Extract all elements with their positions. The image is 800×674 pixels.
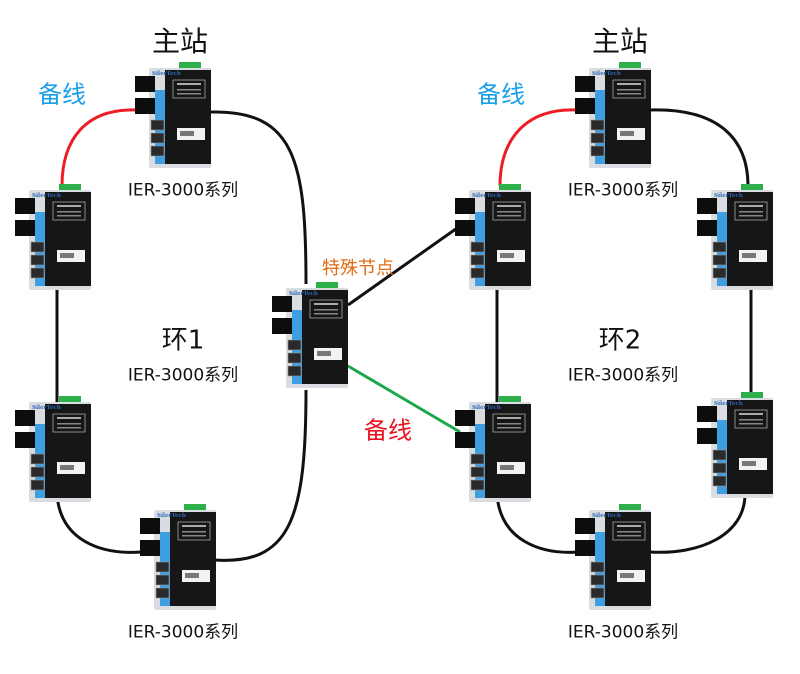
switch-ring1-left-upper-icon xyxy=(15,184,91,291)
switch-ring2-left-upper-brand-logo: SilerTech xyxy=(472,193,501,199)
switch-ring2-right-lower-icon xyxy=(697,392,773,499)
model-label-ring2-center: IER-3000系列 xyxy=(567,365,679,386)
switch-ring1-master-brand-logo: SilerTech xyxy=(152,71,181,77)
model-label-ring1-bottom: IER-3000系列 xyxy=(127,622,239,643)
switch-ring2-master-brand-logo: SilerTech xyxy=(592,71,621,77)
switch-ring1-bottom-brand-logo: SilerTech xyxy=(157,513,186,519)
switch-ring2-master-icon xyxy=(575,62,651,169)
special-backup-link xyxy=(347,364,461,434)
ring2-label: 环2 xyxy=(598,325,642,356)
switch-ring2-left-lower-icon xyxy=(455,396,531,503)
model-label-ring2-top: IER-3000系列 xyxy=(567,180,679,201)
switch-ring1-bottom-icon xyxy=(140,504,216,611)
model-label-ring1-top: IER-3000系列 xyxy=(127,180,239,201)
switch-ring2-right-upper-icon xyxy=(697,184,773,291)
model-label-ring1-center: IER-3000系列 xyxy=(127,365,239,386)
backup-line-label-ring1: 备线 xyxy=(38,80,86,109)
switch-ring2-bottom-brand-logo: SilerTech xyxy=(592,513,621,519)
ring1-link-bottom-special xyxy=(213,389,308,562)
switch-ring2-left-upper-icon xyxy=(455,184,531,291)
ring2-backup-link xyxy=(498,108,578,187)
switch-ring1-master-icon xyxy=(135,62,211,169)
switch-ring1-left-lower-icon xyxy=(15,396,91,503)
switch-ring1-left-upper-brand-logo: SilerTech xyxy=(32,193,61,199)
model-label-ring2-bottom: IER-3000系列 xyxy=(567,622,679,643)
ring2-link-bottom-left xyxy=(495,493,581,554)
ring1-link-bottom-left xyxy=(55,493,143,554)
ring2-link-top-right xyxy=(649,108,750,187)
switch-ring1-left-lower-brand-logo: SilerTech xyxy=(32,405,61,411)
ring1-label: 环1 xyxy=(161,325,205,356)
switch-ring2-bottom-icon xyxy=(575,504,651,611)
ring1-backup-link xyxy=(60,108,138,187)
backup-line-label-special: 备线 xyxy=(364,416,412,445)
backup-line-label-ring2: 备线 xyxy=(477,80,525,109)
special-node-label: 特殊节点 xyxy=(322,258,394,279)
switch-special-node-brand-logo: SilerTech xyxy=(289,291,318,297)
switch-ring2-left-lower-brand-logo: SilerTech xyxy=(472,405,501,411)
master-station-label-ring1: 主站 xyxy=(151,25,209,58)
switch-ring2-right-lower-brand-logo: SilerTech xyxy=(714,401,743,407)
switch-special-node-icon xyxy=(272,282,348,389)
ring2-link-bottom-right xyxy=(649,493,747,554)
switch-ring2-right-upper-brand-logo: SilerTech xyxy=(714,193,743,199)
ring1-link-top-special xyxy=(209,110,308,285)
special-link-ring2 xyxy=(347,224,461,307)
master-station-label-ring2: 主站 xyxy=(591,25,649,58)
